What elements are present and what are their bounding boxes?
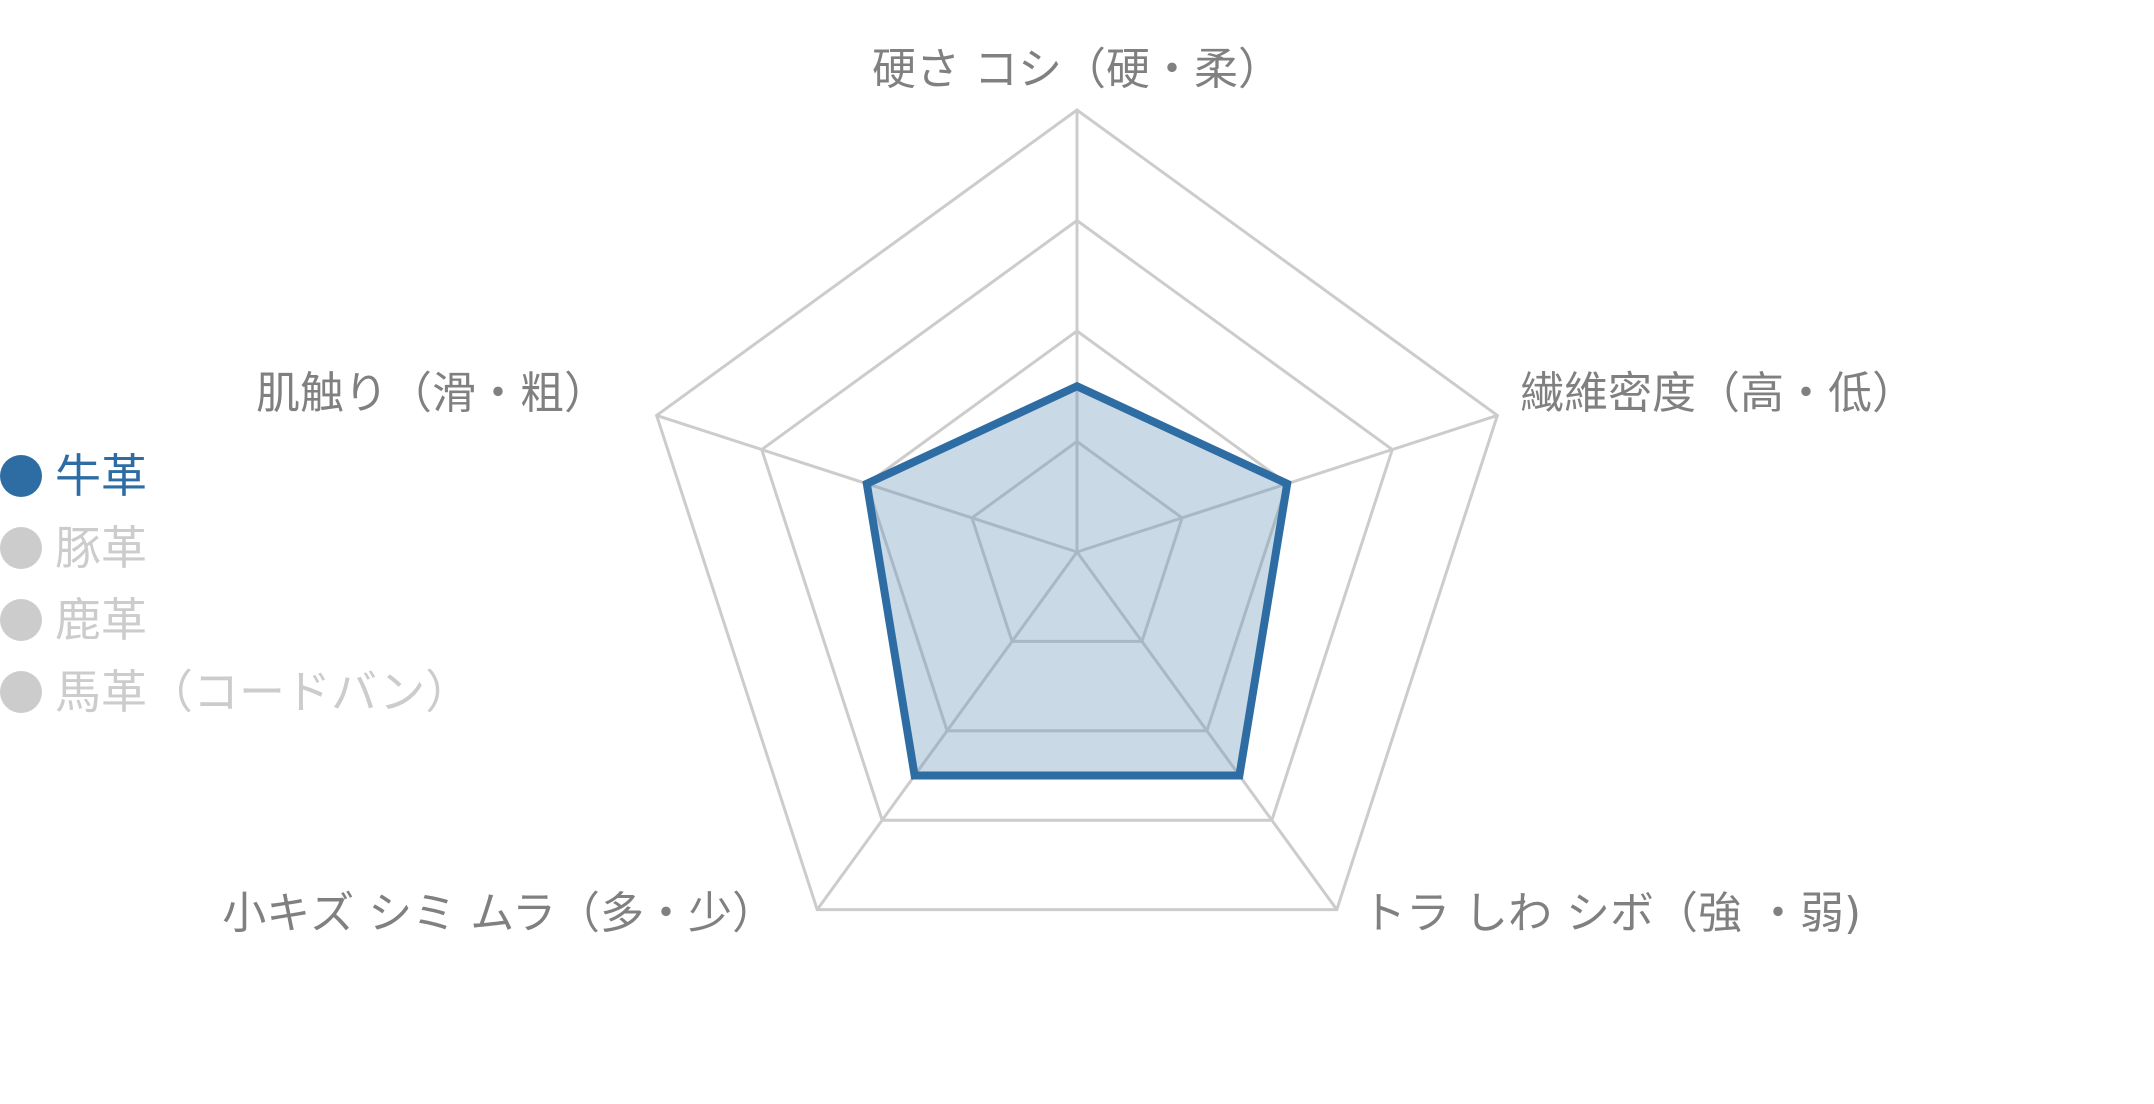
axis-label-texture: 肌触り（滑・粗） [256,368,608,419]
grid-spoke [866,551,1079,776]
legend-label: 馬革（コードバン） [55,665,472,719]
legend-marker-icon [0,527,42,569]
series-area [866,386,1288,776]
axis-labels: 硬さ コシ（硬・柔） 繊維密度（高・低） トラ しわ シボ（強 ・弱) 小キズ … [222,44,1916,939]
legend-item-cowhide[interactable]: 牛革 [0,446,147,506]
grid-ring [970,439,1184,643]
legend-label: 鹿革 [55,593,147,647]
grid-ring [654,108,1500,912]
grid-spoke [1075,551,1288,776]
legend-marker-icon [0,599,42,641]
grid-spoke [866,413,1078,554]
axis-label-fiber-density: 繊維密度（高・低） [1520,368,1916,419]
legend-label: 豚革 [55,521,147,575]
legend-item-pigskin[interactable]: 豚革 [0,518,147,578]
legend-marker-icon [0,455,42,497]
axis-label-scratches: 小キズ シミ ムラ（多・少） [222,888,776,939]
legend-item-deerskin[interactable]: 鹿革 [0,590,147,650]
legend-marker-icon [0,671,42,713]
legend-label: 牛革 [55,449,147,503]
series-line [862,381,1292,780]
legend-item-horsehide-cordovan[interactable]: 馬革（コードバン） [0,662,471,722]
axis-label-hardness: 硬さ コシ（硬・柔） [872,44,1282,95]
axis-label-wrinkles: トラ しわ シボ（強 ・弱) [1362,888,1861,939]
grid-spoke [1076,413,1288,554]
grid-ring [759,218,1395,822]
radar-series [866,386,1288,776]
